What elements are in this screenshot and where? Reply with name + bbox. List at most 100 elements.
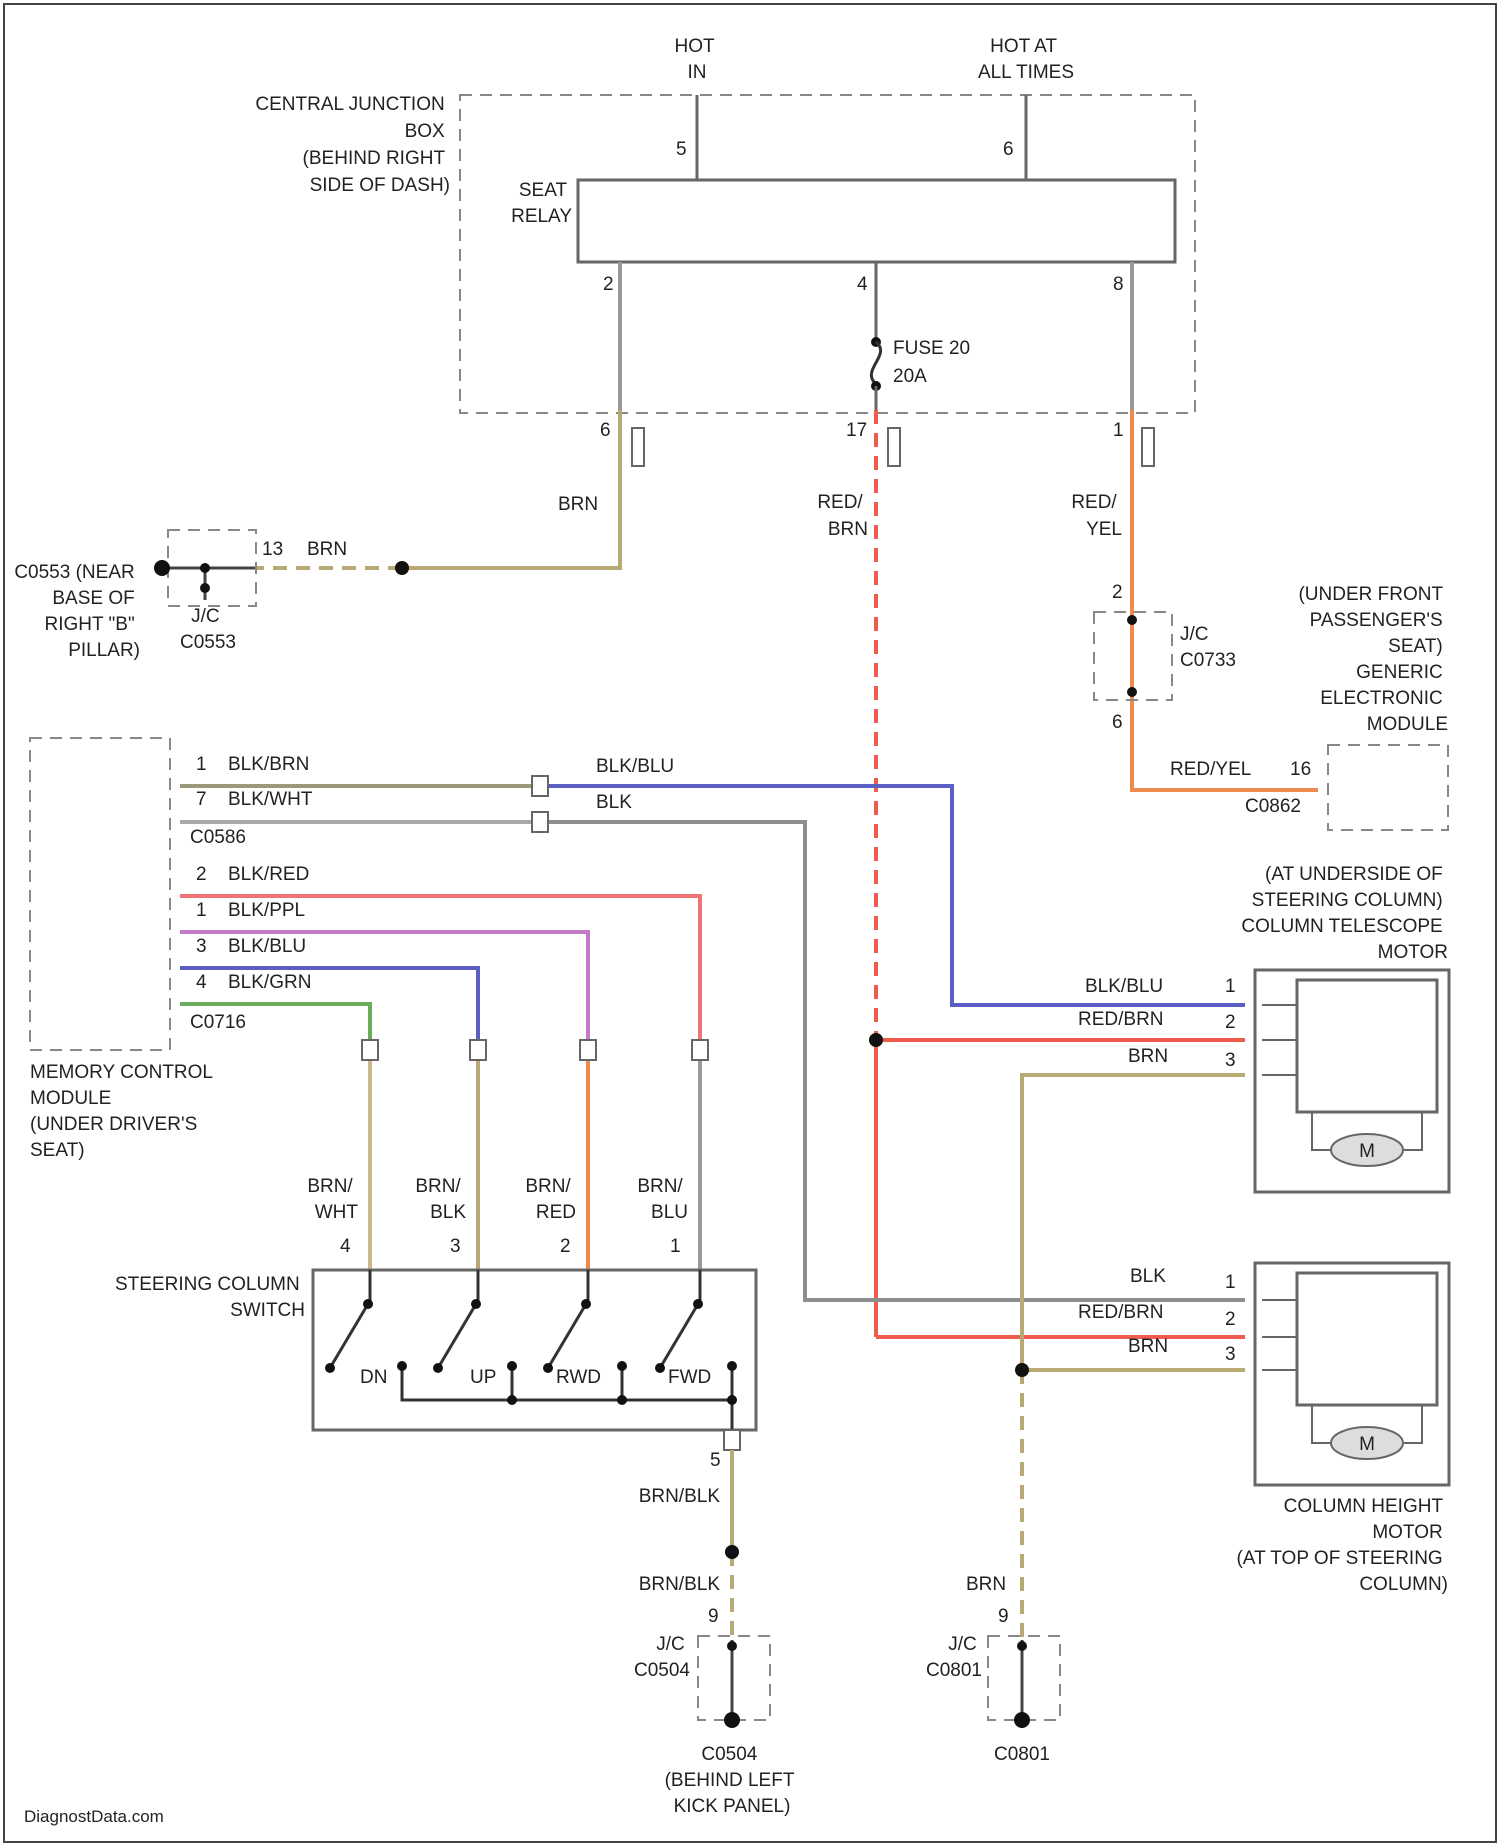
jc-c0553-dot1 (200, 563, 210, 573)
blk-blu-label: BLK/BLU (596, 756, 674, 777)
tele-pin2: 2 (1225, 1012, 1236, 1033)
gem-wire-label: RED/YEL (1170, 759, 1251, 780)
seat-relay-label: SEAT RELAY (511, 180, 572, 227)
height-pin1: 1 (1225, 1272, 1236, 1293)
tele-wire2-label: RED/BRN (1078, 1009, 1164, 1030)
mcm-row4-pin: 1 (196, 900, 207, 921)
ground-c0504-dot (724, 1712, 740, 1728)
splice-brn-ground (1015, 1363, 1029, 1377)
mcm-row2-pin: 7 (196, 789, 207, 810)
gem-pin: 16 (1290, 759, 1311, 780)
relay-pin-left: 2 (603, 274, 614, 295)
relay-pin-mid: 4 (857, 274, 868, 295)
fuse-label: FUSE 20 20A (893, 338, 975, 387)
hot-in-label: HOT IN (674, 36, 719, 83)
ground-c0504-label: C0504 (BEHIND LEFT KICK PANEL) (665, 1744, 800, 1817)
jc-c0553-label: J/C C0553 (180, 606, 236, 653)
height-wire2-label: RED/BRN (1078, 1302, 1164, 1323)
jc-c0733-dot1 (1127, 615, 1137, 625)
memory-control-module-box (30, 738, 170, 1050)
ground-c0801-dot (1014, 1712, 1030, 1728)
telescope-motor-m: M (1359, 1141, 1375, 1162)
height-pin2: 2 (1225, 1309, 1236, 1330)
sw-wire-b-label: BRN/ BLK (415, 1176, 466, 1223)
inline-conn-1 (532, 776, 548, 796)
cjb-connector-right (1142, 428, 1154, 466)
splice-c0553 (395, 561, 409, 575)
tele-wire3-label: BRN (1128, 1046, 1168, 1067)
jc-c0504-label: J/C C0504 (634, 1634, 690, 1681)
height-pin3: 3 (1225, 1344, 1236, 1365)
tele-wire1-label: BLK/BLU (1085, 976, 1163, 997)
cjb-pin-mid: 17 (846, 420, 867, 441)
ground-c0553-dot (154, 560, 170, 576)
c0801-pin: 9 (998, 1606, 1009, 1627)
height-motor-inner (1297, 1273, 1437, 1405)
switch-rwd-label: RWD (556, 1367, 601, 1388)
tele-pin3: 3 (1225, 1050, 1236, 1071)
gem-label: (UNDER FRONT PASSENGER'S SEAT) GENERIC E… (1298, 584, 1448, 735)
splice-red-brn (869, 1033, 883, 1047)
mcm-row1-wire: BLK/BRN (228, 754, 309, 775)
sw-pin-a: 4 (340, 1236, 351, 1257)
splice-brn-blk (725, 1545, 739, 1559)
switch-up-label: UP (470, 1367, 496, 1388)
watermark: DiagnostData.com (24, 1807, 164, 1826)
hot-in-pin: 5 (676, 139, 687, 160)
ground-c0801-label: C0801 (994, 1744, 1050, 1765)
seat-relay-box (578, 180, 1175, 262)
sw-wire-d-label: BRN/ BLU (637, 1176, 688, 1223)
c0504-pin: 9 (708, 1606, 719, 1627)
wire-red-brn-label: RED/ BRN (817, 492, 868, 540)
c0553-pin: 13 (262, 539, 283, 560)
mcm-connector2: C0716 (190, 1012, 246, 1033)
switch-dn-label: DN (360, 1367, 387, 1388)
sw-pin-c: 2 (560, 1236, 571, 1257)
hot-at-all-times-label: HOT AT ALL TIMES (978, 36, 1074, 83)
switch-conn-b (470, 1040, 486, 1060)
jc-c0733-label: J/C C0733 (1180, 624, 1236, 671)
sw-pin-b: 3 (450, 1236, 461, 1257)
switch-fwd-label: FWD (668, 1367, 711, 1388)
c0553-wire-label: BRN (307, 539, 347, 560)
sw-wire-c-label: BRN/ RED (525, 1176, 576, 1223)
telescope-motor-inner (1297, 980, 1437, 1112)
jc-c0553-dot2 (200, 583, 210, 593)
mcm-row3-wire: BLK/RED (228, 864, 309, 885)
wire-brn-cjb-to-c0553 (402, 410, 620, 568)
switch-conn-a (362, 1040, 378, 1060)
jc-c0733-dot2 (1127, 687, 1137, 697)
cjb-connector-mid (888, 428, 900, 466)
telescope-motor-label: (AT UNDERSIDE OF STEERING COLUMN) COLUMN… (1241, 864, 1448, 963)
switch-conn-d (692, 1040, 708, 1060)
cjb-pin-right: 1 (1113, 420, 1124, 441)
height-wire3-label: BRN (1128, 1336, 1168, 1357)
mcm-row1-pin: 1 (196, 754, 207, 775)
cjb-label: CENTRAL JUNCTION BOX (BEHIND RIGHT SIDE … (255, 94, 450, 196)
wire-red-yel-label: RED/ YEL (1071, 492, 1122, 540)
gem-connector: C0862 (1245, 796, 1301, 817)
mcm-row5-wire: BLK/BLU (228, 936, 306, 957)
steering-column-switch-label: STEERING COLUMN SWITCH (115, 1274, 305, 1321)
gem-box (1328, 745, 1448, 830)
brn-lower-label: BRN (966, 1574, 1006, 1595)
jc-c0801-dot (1017, 1641, 1027, 1651)
height-motor-label: COLUMN HEIGHT MOTOR (AT TOP OF STEERING … (1236, 1496, 1448, 1595)
mcm-row2-wire: BLK/WHT (228, 789, 313, 810)
mcm-connector1: C0586 (190, 827, 246, 848)
wire-red-yel (1132, 410, 1318, 790)
height-wire1-label: BLK (1130, 1266, 1166, 1287)
wire-brn-tele (1022, 1075, 1245, 1370)
sw-pin-d: 1 (670, 1236, 681, 1257)
cjb-pin-left: 6 (600, 420, 611, 441)
mcm-row6-wire: BLK/GRN (228, 972, 311, 993)
sw-out-wire1: BRN/BLK (639, 1486, 721, 1507)
hot-always-pin: 6 (1003, 139, 1014, 160)
sw-out-wire2: BRN/BLK (639, 1574, 721, 1595)
tele-pin1: 1 (1225, 976, 1236, 997)
memory-control-module-label: MEMORY CONTROL MODULE (UNDER DRIVER'S SE… (30, 1062, 218, 1161)
jc-c0801-label: J/C C0801 (926, 1634, 982, 1681)
switch-output-conn (724, 1430, 740, 1450)
relay-pin-right: 8 (1113, 274, 1124, 295)
